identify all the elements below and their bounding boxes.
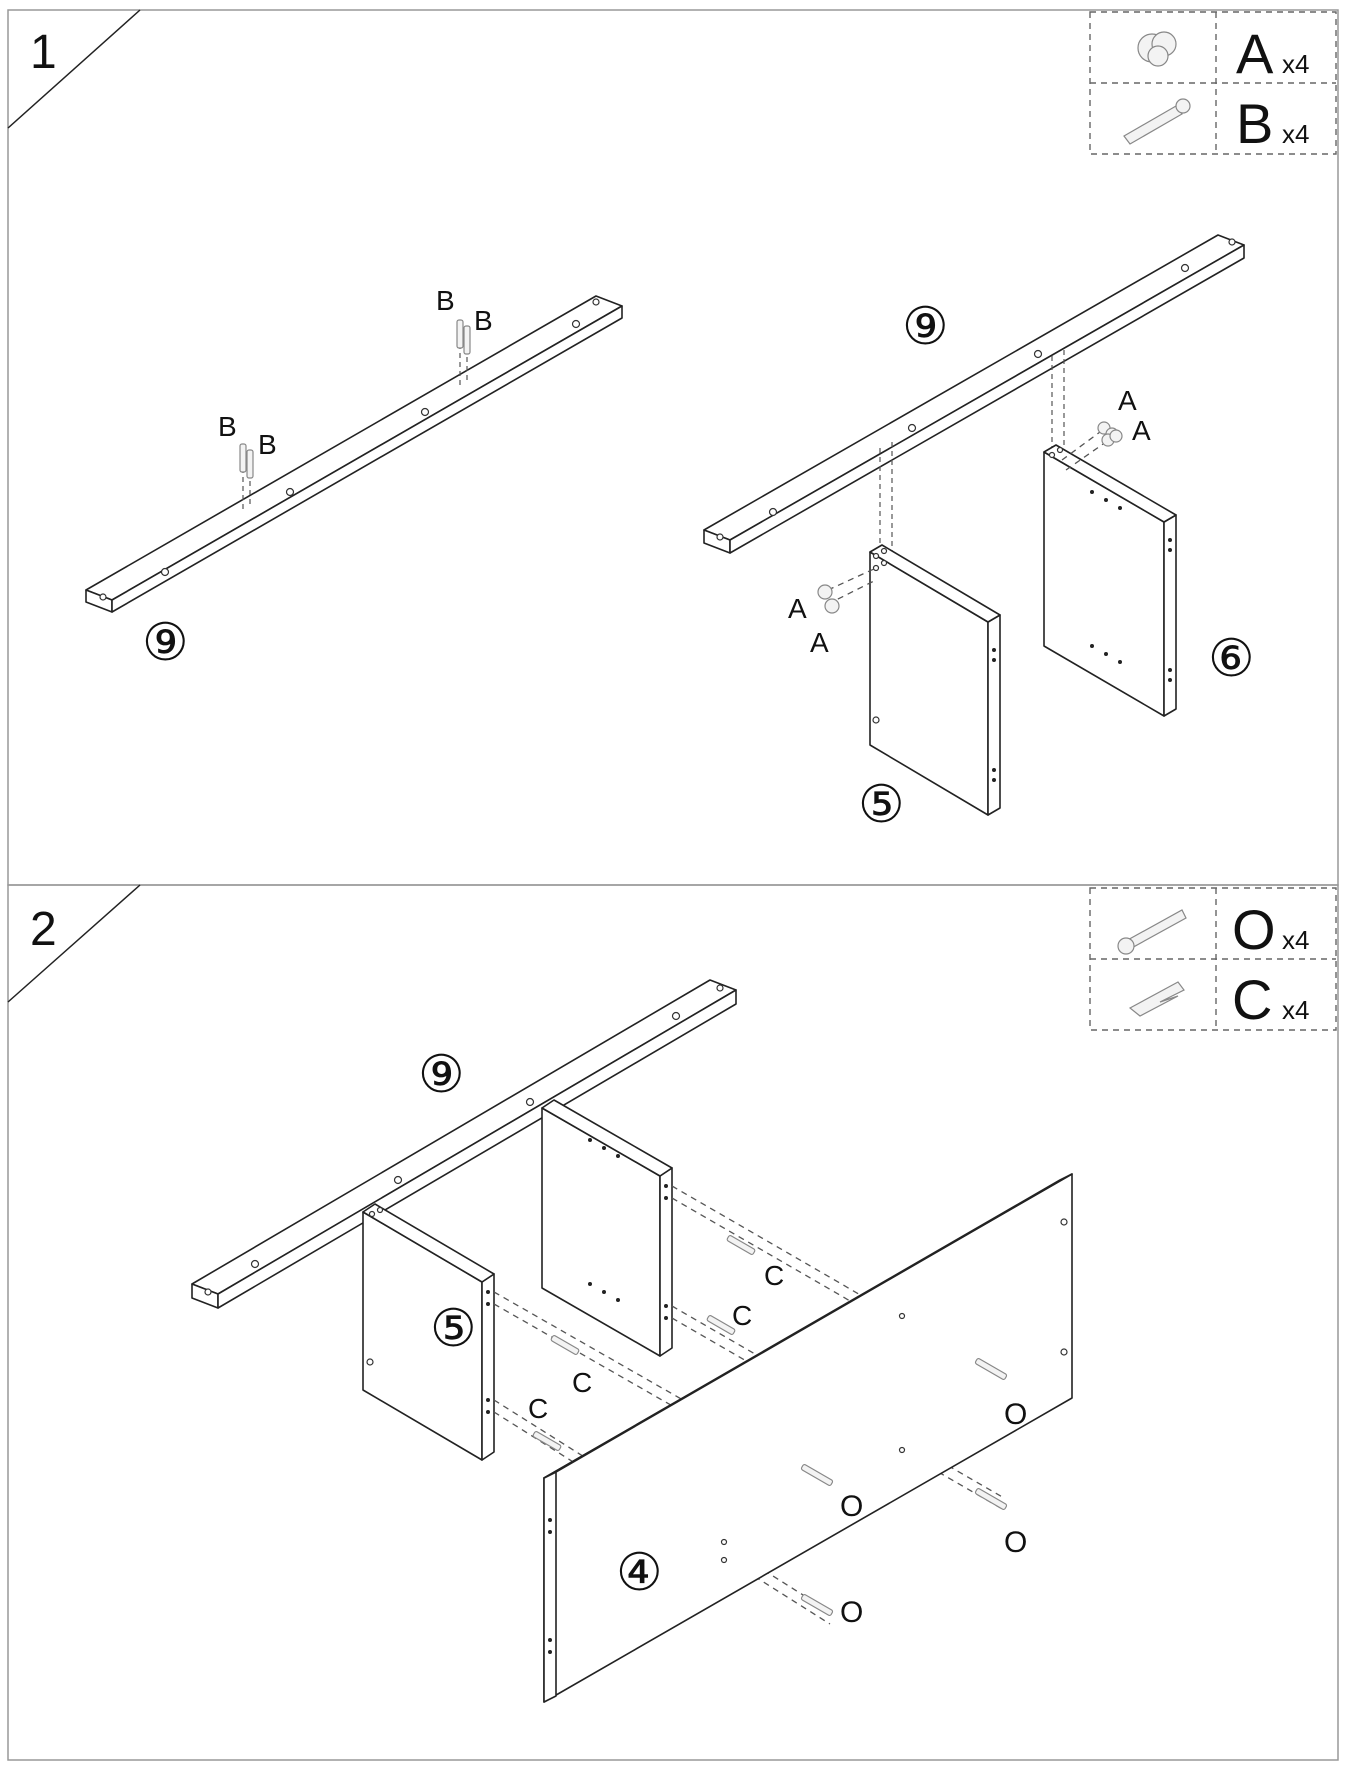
hardware-letter-c: C [1232,968,1272,1031]
side-panel-6 [541,1099,673,1357]
screw-icon [800,1358,1008,1616]
callout-o: O [1004,1526,1027,1559]
callout-b: B [436,285,455,316]
hardware-qty-c: x4 [1282,995,1309,1025]
part-label-9: ⑨ [418,1046,465,1104]
callout-c: C [528,1393,548,1424]
side-panel-5 [362,1203,495,1461]
step-1-number: 1 [30,26,57,79]
step-2-number: 2 [30,903,57,956]
hardware-qty-o: x4 [1282,925,1309,955]
side-panel-6 [1043,421,1177,717]
rail-9-right [703,234,1245,555]
hardware-qty-a: x4 [1282,49,1309,79]
side-panel-5 [817,544,1001,816]
cam-lock-icon [1137,31,1177,67]
hardware-letter-a: A [1236,22,1274,85]
callout-o: O [1004,1398,1027,1431]
part-label-6: ⑥ [1208,630,1255,688]
callout-a: A [1118,385,1137,416]
cam-bolt-icon [1123,98,1191,145]
hardware-letter-o: O [1232,898,1276,961]
cam-lock-icon [1097,421,1123,447]
callout-a: A [1132,415,1151,446]
hardware-qty-b: x4 [1282,119,1309,149]
callout-b: B [474,305,493,336]
callout-a: A [810,627,829,658]
callout-c: C [764,1260,784,1291]
callout-o: O [840,1596,863,1629]
callout-a: A [788,593,807,624]
step-1-hardware-legend: A x4 B x4 [1089,11,1337,155]
dowel-clip-icon [1128,981,1185,1017]
part-label-4: ④ [616,1544,663,1602]
rail-9 [191,979,737,1309]
part-label-5: ⑤ [858,776,905,834]
cam-lock-icon [817,584,840,614]
rail-9-left [85,295,623,613]
step-1-panel: 1 A x4 B x4 [7,9,1339,886]
callout-b: B [258,429,277,460]
screw-icon [1117,909,1187,955]
callout-b: B [218,411,237,442]
hardware-letter-b: B [1236,92,1273,155]
step-2-panel: 2 O x4 C x4 [7,884,1339,1761]
callout-c: C [732,1300,752,1331]
part-label-9-right: ⑨ [902,298,949,356]
part-label-5: ⑤ [430,1300,477,1358]
back-panel-4 [543,1173,1073,1703]
callout-c: C [572,1367,592,1398]
callout-o: O [840,1490,863,1523]
step-2-hardware-legend: O x4 C x4 [1089,887,1337,1031]
dowel-clip-icon [532,1235,756,1451]
part-label-9-left: ⑨ [142,614,189,672]
